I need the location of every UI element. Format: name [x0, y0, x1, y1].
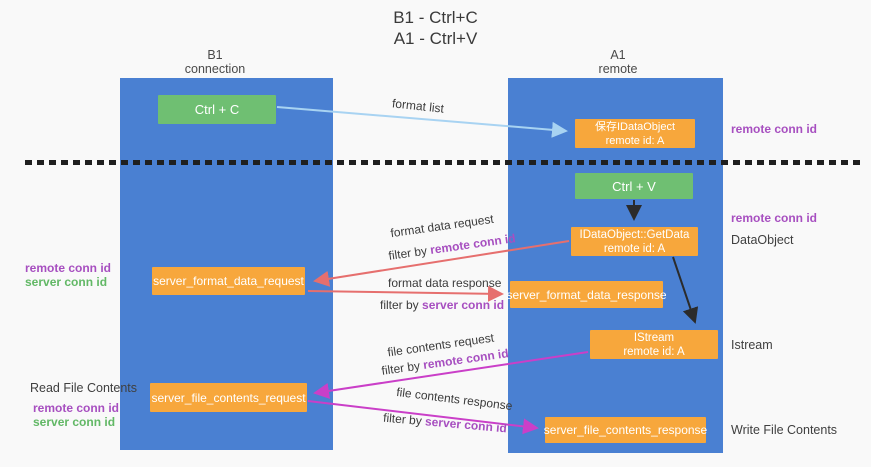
title-line-2: A1 - Ctrl+V — [393, 29, 478, 48]
left-column-name: B1 — [207, 48, 223, 62]
label-istream: Istream — [731, 338, 773, 352]
label-dataobject: DataObject — [731, 233, 794, 247]
diagram-title: B1 - Ctrl+C A1 - Ctrl+V — [0, 7, 871, 49]
label-filter-server-1: filter by server conn id — [380, 298, 505, 312]
left-remote-conn-id: remote conn id — [25, 261, 112, 275]
node-server-format-data-response-label: server_format_data_response — [506, 287, 667, 302]
node-ctrl-c-label: Ctrl + C — [194, 102, 240, 117]
highlight-remote-conn-id: remote conn id — [429, 231, 517, 257]
highlight-server-conn-id-2: server conn id — [424, 414, 508, 436]
node-server-file-contents-request-label: server_file_contents_request — [151, 390, 306, 405]
node-ctrl-v: Ctrl + V — [575, 173, 693, 199]
node-server-file-contents-request: server_file_contents_request — [150, 383, 307, 412]
node-save-dataobject-line2: remote id: A — [605, 134, 665, 147]
right-remote-conn-id-mid: remote conn id — [731, 211, 818, 225]
label-format-data-response: format data response — [388, 276, 502, 290]
right-remote-conn-id-top: remote conn id — [731, 122, 818, 136]
left-server-conn-id-2: server conn id — [33, 415, 116, 429]
label-write-file-contents: Write File Contents — [731, 423, 838, 437]
highlight-server-conn-id: server conn id — [422, 298, 505, 312]
label-read-file-contents: Read File Contents — [30, 381, 138, 395]
node-server-format-data-request-label: server_format_data_request — [153, 274, 304, 288]
left-server-conn-id: server conn id — [25, 275, 108, 289]
node-save-dataobject: 保存IDataObject remote id: A — [575, 119, 695, 148]
right-column-name: A1 — [610, 48, 626, 62]
node-server-format-data-response: server_format_data_response — [506, 281, 667, 308]
node-server-file-contents-response-label: server_file_contents_response — [543, 423, 708, 437]
node-istream-line1: IStream — [633, 331, 675, 344]
left-column-sub: connection — [184, 62, 246, 76]
node-istream: IStream remote id: A — [590, 330, 718, 359]
node-ctrl-v-label: Ctrl + V — [612, 178, 656, 194]
node-server-format-data-request: server_format_data_request — [152, 267, 305, 295]
label-format-list: format list — [391, 96, 445, 116]
node-getdata-line2: remote id: A — [603, 242, 666, 255]
node-getdata: IDataObject::GetData remote id: A — [571, 227, 698, 256]
left-column-header: B1 connection — [155, 48, 275, 76]
left-conn-id-stack-top: remote conn id server conn id — [25, 261, 111, 289]
left-remote-conn-id-2: remote conn id — [33, 401, 120, 415]
label-filter-server-2: filter by server conn id — [382, 410, 508, 436]
node-server-file-contents-response: server_file_contents_response — [543, 417, 708, 443]
left-conn-id-stack-bottom: remote conn id server conn id — [33, 401, 119, 429]
arrow-format-data-response — [307, 285, 504, 302]
title-line-1: B1 - Ctrl+C — [393, 8, 478, 27]
dashed-separator-line — [25, 160, 863, 165]
node-getdata-line1: IDataObject::GetData — [579, 228, 690, 241]
right-column-sub: remote — [598, 62, 638, 76]
node-ctrl-c: Ctrl + C — [158, 95, 276, 124]
right-column-header: A1 remote — [558, 48, 678, 76]
node-istream-line2: remote id: A — [623, 345, 685, 358]
node-save-dataobject-line1: 保存IDataObject — [594, 120, 676, 133]
label-file-contents-response: file contents response — [395, 384, 514, 414]
